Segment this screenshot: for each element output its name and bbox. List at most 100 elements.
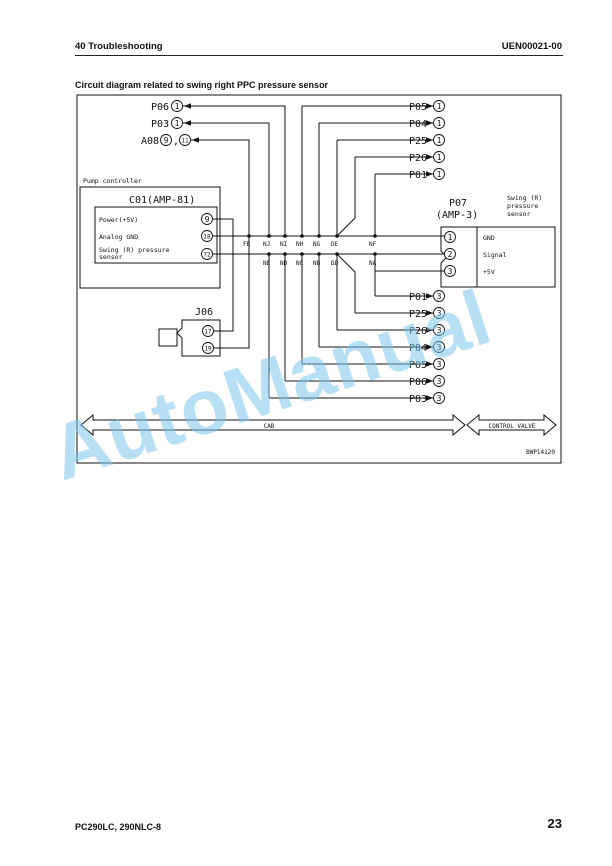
svg-text:P04: P04 bbox=[409, 119, 427, 130]
header-section: 40 Troubleshooting bbox=[75, 41, 163, 52]
c01-connector-label: C01(AMP-81) bbox=[129, 195, 195, 206]
right-terminal-p03-3: P03 3 bbox=[409, 392, 445, 405]
svg-text:P06: P06 bbox=[151, 102, 169, 113]
svg-text:NF: NF bbox=[369, 241, 377, 248]
svg-text:3: 3 bbox=[437, 377, 442, 386]
right-terminal-p05-1: P05 1 bbox=[409, 100, 445, 113]
svg-text:P26: P26 bbox=[409, 153, 427, 164]
footer-model: PC290LC, 290NLC-8 bbox=[75, 822, 162, 832]
sensor-5v-label: +5V bbox=[483, 268, 495, 276]
c01-gnd-label: Analog GND bbox=[99, 233, 138, 241]
right-terminal-p04-3: P04 3 bbox=[409, 341, 445, 354]
svg-text:1: 1 bbox=[448, 233, 453, 242]
c01-pin-18: 18 bbox=[201, 230, 213, 242]
sensor-name-3: sensor bbox=[507, 210, 531, 218]
svg-text:P04: P04 bbox=[409, 343, 427, 354]
svg-text:1: 1 bbox=[175, 102, 180, 111]
wiring bbox=[183, 103, 444, 401]
left-terminal-p06: P06 1 bbox=[151, 100, 183, 113]
svg-text:9: 9 bbox=[164, 136, 169, 145]
header-doc-code: UEN00021-00 bbox=[501, 41, 562, 52]
j06-pin-19: 19 bbox=[202, 342, 214, 354]
svg-text:P26: P26 bbox=[409, 326, 427, 337]
svg-text:17: 17 bbox=[204, 329, 212, 336]
svg-text:2: 2 bbox=[448, 250, 453, 259]
right-terminal-p05-3: P05 3 bbox=[409, 358, 445, 371]
svg-text:72: 72 bbox=[203, 252, 211, 259]
svg-text:3: 3 bbox=[437, 343, 442, 352]
pump-controller-label: Pump controller bbox=[83, 177, 142, 185]
node-labels-bottom: NE ND NC NB DD NA bbox=[263, 260, 377, 267]
svg-text:P25: P25 bbox=[409, 309, 427, 320]
svg-text:NJ: NJ bbox=[263, 241, 270, 248]
svg-text:P05: P05 bbox=[409, 102, 427, 113]
svg-text:A08: A08 bbox=[141, 136, 159, 147]
p07-pin-3: 3 bbox=[444, 265, 456, 277]
right-terminal-p26-1: P26 1 bbox=[409, 151, 445, 164]
sensor-body bbox=[476, 226, 556, 288]
svg-text:3: 3 bbox=[437, 326, 442, 335]
svg-text:P06: P06 bbox=[409, 377, 427, 388]
svg-text:NC: NC bbox=[296, 260, 304, 267]
sensor-name-1: Swing (R) bbox=[507, 194, 542, 202]
p07-pin-1: 1 bbox=[444, 231, 456, 243]
svg-text:1: 1 bbox=[437, 136, 442, 145]
svg-text:DE: DE bbox=[331, 241, 339, 248]
sensor-gnd-label: GND bbox=[483, 234, 495, 242]
j06-pin-17: 17 bbox=[202, 325, 214, 337]
header-rule bbox=[75, 55, 563, 56]
diagram-frame bbox=[76, 94, 562, 464]
right-terminal-p25-1: P25 1 bbox=[409, 134, 445, 147]
svg-text:3: 3 bbox=[437, 309, 442, 318]
right-terminal-p06-3: P06 3 bbox=[409, 375, 445, 388]
svg-text:3: 3 bbox=[437, 360, 442, 369]
p07-pin-2: 2 bbox=[444, 248, 456, 260]
svg-text:NA: NA bbox=[369, 260, 377, 267]
p07-connector-type: (AMP-3) bbox=[436, 210, 478, 221]
p07-connector-label: P07 bbox=[449, 198, 467, 209]
svg-text:3: 3 bbox=[448, 267, 453, 276]
j06-body bbox=[176, 319, 221, 357]
svg-text:P03: P03 bbox=[409, 394, 427, 405]
j06-plug bbox=[158, 328, 178, 347]
svg-text:1: 1 bbox=[437, 153, 442, 162]
c01-swing-label-2: sensor bbox=[99, 253, 123, 261]
svg-text:NH: NH bbox=[296, 241, 304, 248]
svg-text:DD: DD bbox=[331, 260, 339, 267]
right-terminal-p01-1: P01 1 bbox=[409, 168, 445, 181]
right-terminal-p04-1: P04 1 bbox=[409, 117, 445, 130]
page-number: 23 bbox=[547, 816, 562, 831]
j06-label: J06 bbox=[195, 307, 213, 318]
c01-swing-label: Swing (R) pressure bbox=[99, 246, 170, 254]
svg-text:NB: NB bbox=[313, 260, 321, 267]
svg-text:11: 11 bbox=[181, 138, 189, 145]
right-terminal-p26-3: P26 3 bbox=[409, 324, 445, 337]
control-valve-arrow: CONTROL VALVE bbox=[466, 413, 557, 437]
svg-text:CONTROL VALVE: CONTROL VALVE bbox=[489, 423, 536, 430]
svg-text:FR: FR bbox=[243, 241, 251, 248]
svg-text:ND: ND bbox=[280, 260, 288, 267]
right-terminal-p25-3: P25 3 bbox=[409, 307, 445, 320]
c01-pin-72: 72 bbox=[201, 248, 213, 260]
figure-code: BWP14120 bbox=[526, 449, 555, 456]
svg-text:NE: NE bbox=[263, 260, 271, 267]
c01-pin-9: 9 bbox=[201, 213, 213, 225]
c01-power-label: Power(+5V) bbox=[99, 216, 138, 224]
right-terminal-p01-3: P01 3 bbox=[409, 290, 445, 303]
svg-text:,: , bbox=[173, 136, 179, 147]
svg-text:9: 9 bbox=[205, 215, 210, 224]
svg-text:1: 1 bbox=[437, 102, 442, 111]
svg-text:P25: P25 bbox=[409, 136, 427, 147]
svg-text:P03: P03 bbox=[151, 119, 169, 130]
junction-dots bbox=[247, 234, 377, 256]
c01-connector-box bbox=[94, 206, 218, 264]
left-terminal-a08: A08 9 , 11 bbox=[141, 134, 191, 147]
svg-text:1: 1 bbox=[437, 170, 442, 179]
svg-text:P05: P05 bbox=[409, 360, 427, 371]
svg-text:P01: P01 bbox=[409, 170, 427, 181]
cab-arrow: CAB bbox=[80, 413, 466, 437]
svg-text:NG: NG bbox=[313, 241, 321, 248]
sensor-name-2: pressure bbox=[507, 202, 538, 210]
svg-text:NI: NI bbox=[280, 241, 288, 248]
pump-controller-box bbox=[79, 186, 221, 289]
